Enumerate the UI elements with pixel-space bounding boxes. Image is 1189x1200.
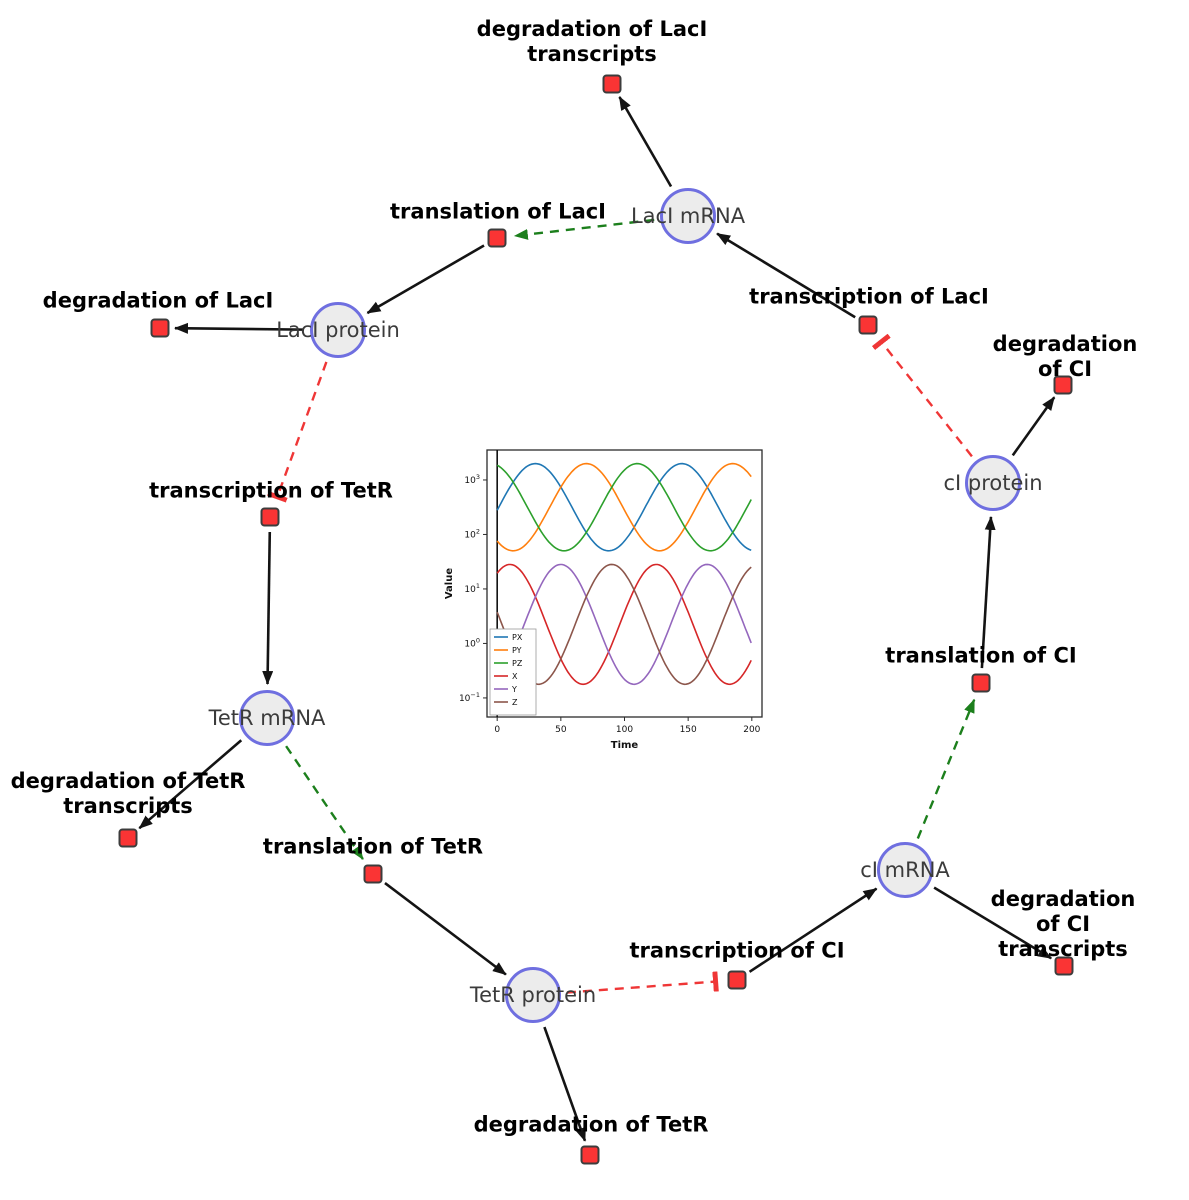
edge-reaction-tetr_protein-deg_tetr [543,1026,587,1142]
species-circle-icon [877,842,933,898]
legend-item-PY: PY [494,646,522,655]
species-label: LacI mRNA [630,204,746,228]
reaction-node-deg_laci[interactable] [150,318,170,338]
y-tick-label: 10−1 [459,691,480,704]
y-tick-label: 101 [464,582,480,595]
reaction-label-deg_tetr_tx: degradation of TetR transcripts [10,769,246,818]
reaction-label-transl_tetr: translation of TetR [262,834,484,859]
series-line-Y [496,563,752,686]
species-circle-icon [965,455,1021,511]
reaction-node-txn_tetr[interactable] [260,507,280,527]
reaction-node-deg_tetr[interactable] [580,1145,600,1165]
svg-text:PX: PX [512,633,523,642]
reaction-node-deg_tetr_tx[interactable] [118,828,138,848]
x-tick-label: 0 [494,725,500,735]
series-line-X [496,563,752,686]
reaction-node-txn_ci[interactable] [727,970,747,990]
species-node-laci_protein[interactable]: LacI protein [276,302,400,358]
edge-inhibition-laci_protein-txn_tetr [267,361,328,503]
reaction-label-deg_ci_tx: degradation of CI transcripts [990,886,1136,961]
y-tick-label: 103 [464,473,480,486]
edge-modifier-laci_mrna-transl_laci [513,218,655,240]
reaction-node-deg_laci_tx[interactable] [602,74,622,94]
edge-inhibition-ci_protein-txn_laci [871,333,973,458]
reaction-label-txn_ci: transcription of CI [629,938,845,963]
reaction-label-deg_laci: degradation of LacI [42,288,274,313]
reaction-label-transl_laci: translation of LacI [390,199,606,224]
edge-modifier-tetr_mrna-transl_tetr [285,745,364,860]
reaction-node-deg_ci_tx[interactable] [1054,956,1074,976]
edge-reaction-transl_ci-ci_protein [980,515,996,669]
edge-reaction-ci_mrna-deg_ci_tx [933,886,1053,960]
reaction-label-transl_ci: translation of CI [885,643,1077,668]
species-circle-icon [660,188,716,244]
species-node-ci_mrna[interactable]: cI mRNA [860,842,950,898]
svg-text:Y: Y [511,685,517,694]
legend-item-Y: Y [494,685,517,694]
species-label: TetR protein [469,983,597,1007]
species-label: cI mRNA [860,858,950,882]
reaction-node-transl_tetr[interactable] [363,864,383,884]
edge-reaction-txn_ci-ci_mrna [748,887,878,973]
species-label: LacI protein [276,318,400,342]
legend-item-PX: PX [494,633,523,642]
legend-box [489,628,537,716]
species-node-tetr_mrna[interactable]: TetR mRNA [209,690,325,746]
edge-reaction-txn_laci-laci_mrna [716,232,856,319]
reaction-label-deg_laci_tx: degradation of LacI transcripts [476,17,708,66]
reaction-label-deg_tetr: degradation of TetR [473,1112,709,1137]
y-axis-label: Value [444,568,455,599]
svg-text:PY: PY [512,646,522,655]
reaction-label-txn_laci: transcription of LacI [749,284,989,309]
series-line-PZ [496,462,752,552]
reaction-label-txn_tetr: transcription of TetR [149,478,393,503]
species-circle-icon [310,302,366,358]
edge-reaction-transl_laci-laci_protein [366,244,485,315]
legend-item-X: X [494,672,518,681]
edge-inhibition-tetr_protein-txn_ci [566,971,719,994]
x-axis-label: Time [611,740,639,751]
x-tick-label: 50 [555,725,567,735]
reaction-node-txn_laci[interactable] [858,315,878,335]
reaction-node-transl_ci[interactable] [971,673,991,693]
series-line-Z [496,563,752,686]
svg-text:X: X [512,672,518,681]
species-node-ci_protein[interactable]: cI protein [943,455,1043,511]
svg-text:PZ: PZ [512,659,523,668]
y-tick-label: 100 [464,636,480,649]
species-node-tetr_protein[interactable]: TetR protein [470,967,596,1023]
reaction-label-deg_ci: degradation of CI [992,332,1138,381]
series-line-PX [496,462,752,552]
species-label: cI protein [943,471,1043,495]
legend-item-Z: Z [494,698,518,707]
edge-reaction-laci_mrna-deg_laci_tx [618,96,673,188]
x-tick-label: 100 [616,725,633,735]
y-tick-label: 102 [464,527,480,540]
species-circle-icon [505,967,561,1023]
edge-reaction-laci_protein-deg_laci [173,322,305,334]
edge-modifier-ci_mrna-transl_ci [916,698,976,839]
species-node-laci_mrna[interactable]: LacI mRNA [631,188,745,244]
edge-reaction-transl_tetr-tetr_protein [384,882,507,976]
reaction-node-deg_ci[interactable] [1053,375,1073,395]
x-tick-label: 150 [680,725,697,735]
legend-item-PZ: PZ [494,659,523,668]
species-circle-icon [239,690,295,746]
edge-reaction-txn_tetr-tetr_mrna [262,531,274,686]
edge-reaction-ci_protein-deg_ci [1011,396,1056,457]
reaction-node-transl_laci[interactable] [487,228,507,248]
x-tick-label: 200 [743,725,760,735]
species-label: TetR mRNA [208,706,326,730]
series-line-PY [496,462,752,552]
svg-text:Z: Z [512,698,518,707]
edge-reaction-tetr_mrna-deg_tetr_tx [138,739,243,830]
